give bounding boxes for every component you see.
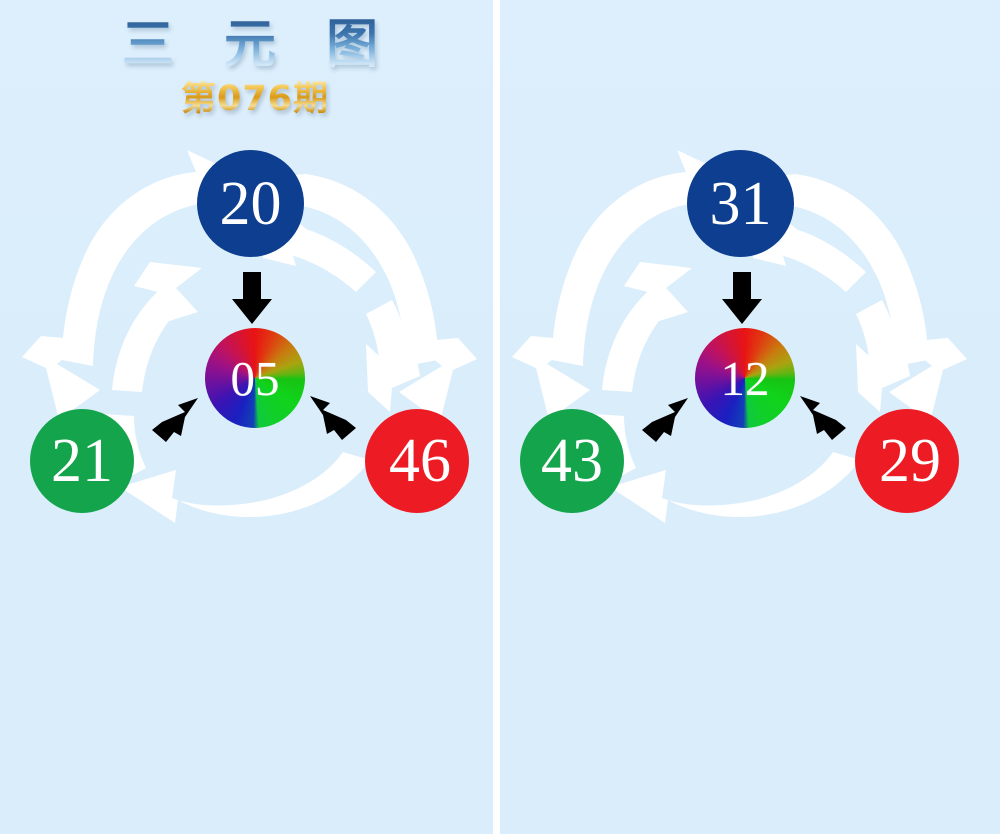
black-arrow-down-icon [232,272,272,329]
ball-top[interactable]: 20 [197,150,304,257]
black-arrow-down-icon [722,272,762,329]
ball-left[interactable]: 43 [520,409,624,513]
ball-right[interactable]: 46 [365,409,469,513]
ball-right-number: 46 [389,427,451,495]
inner-arrow-top-to-right-icon [366,300,410,374]
black-arrow-upleft-icon [310,396,356,445]
inner-arrow-head-up-icon [624,262,692,322]
inner-arrow-top-to-right-icon [856,300,900,374]
outer-arrow-head-right-icon [399,338,477,422]
inner-arrow-right-to-top-icon [286,226,376,292]
inner-arrow-head-down-icon [856,344,910,412]
title-block: 三 元 图 第076期 [0,0,500,117]
black-arrow-upright-icon [642,398,688,447]
ball-left-number: 21 [51,427,113,495]
ball-center[interactable]: 05 [205,328,305,428]
page-title: 三 元 图 [0,18,500,73]
ball-top[interactable]: 31 [687,150,794,257]
ball-top-number: 20 [219,169,282,238]
outer-arrow-head-right-icon [889,338,967,422]
outer-arrow-bottom-icon [120,452,370,523]
outer-arrow-head-left-icon [512,336,590,420]
issue-label: 第076期 [0,80,500,118]
outer-arrow-bottom-icon [610,452,860,523]
inner-arrow-head-down-icon [366,344,420,412]
ball-center[interactable]: 12 [695,328,795,428]
ball-right-number: 29 [879,427,941,495]
inner-arrow-right-to-top-icon [776,226,866,292]
ball-center-number: 12 [720,350,770,406]
panel-left: 20 21 46 05 [22,150,477,523]
panel-right: 31 43 29 12 [500,0,1000,834]
black-arrow-upleft-icon [800,396,846,445]
ball-center-number: 05 [230,350,280,406]
ball-right[interactable]: 29 [855,409,959,513]
ball-left[interactable]: 21 [30,409,134,513]
panel-divider [493,0,500,834]
black-arrow-upright-icon [152,398,198,447]
ball-left-number: 43 [541,427,603,495]
inner-arrow-head-up-icon [134,262,202,322]
outer-arrow-head-left-icon [22,336,100,420]
ball-top-number: 31 [709,169,772,238]
